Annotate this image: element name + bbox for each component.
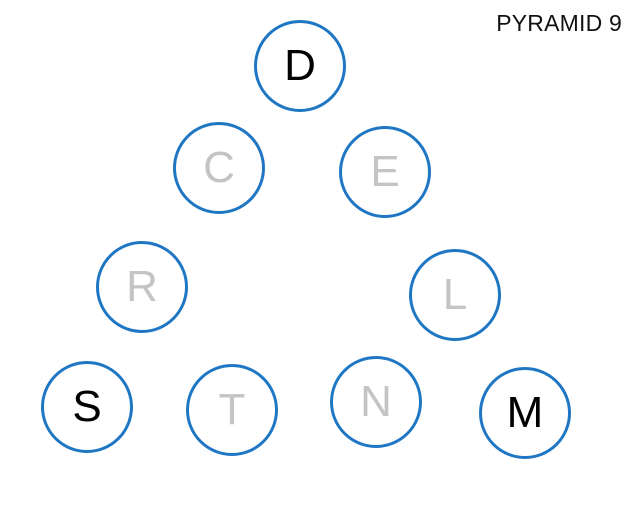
circle-m[interactable]: M xyxy=(479,367,571,459)
circle-letter: R xyxy=(126,262,158,311)
circle-letter: T xyxy=(218,385,246,434)
circle-letter: S xyxy=(72,382,102,431)
circle-t[interactable]: T xyxy=(186,364,278,456)
circle-n[interactable]: N xyxy=(330,356,422,448)
circle-letter: N xyxy=(360,377,392,426)
circle-e[interactable]: E xyxy=(339,126,431,218)
circle-r[interactable]: R xyxy=(96,241,188,333)
circle-c[interactable]: C xyxy=(173,122,265,214)
circle-s[interactable]: S xyxy=(41,361,133,453)
circle-letter: D xyxy=(284,41,316,90)
circle-letter: L xyxy=(442,270,468,319)
circle-letter: M xyxy=(506,388,544,437)
puzzle-title: PYRAMID 9 xyxy=(496,10,622,36)
circle-l[interactable]: L xyxy=(409,249,501,341)
circle-letter: E xyxy=(370,147,400,196)
circle-letter: C xyxy=(203,143,235,192)
circle-d[interactable]: D xyxy=(254,20,346,112)
